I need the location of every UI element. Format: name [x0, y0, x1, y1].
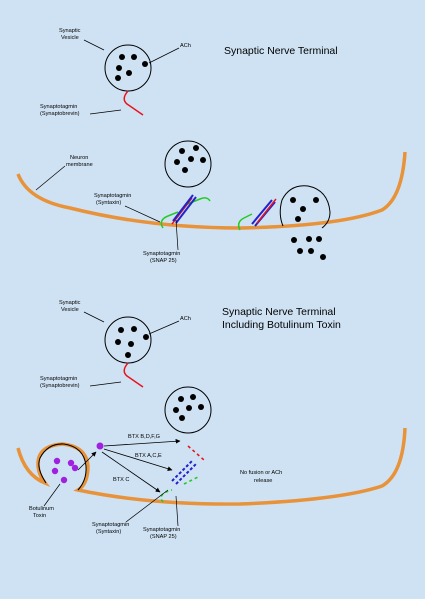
top-fusing-vesicle	[279, 185, 331, 260]
top-vesicle	[104, 44, 152, 116]
bottom-syntaxin-pointer	[125, 489, 169, 523]
cleaved-syntaxin-a	[171, 460, 193, 482]
bottom-blocked-vesicle	[164, 386, 212, 434]
btx-c-arrow	[101, 451, 161, 493]
top-docked-vesicle	[164, 140, 212, 188]
btx-ace-arrow	[103, 448, 173, 472]
top-membrane-label: Neuron membrane	[66, 155, 93, 168]
no-fusion-label: No fusion or ACh release	[240, 470, 284, 484]
cleaved-snap25	[160, 476, 199, 503]
top-snare-complex-right	[237, 198, 277, 231]
bottom-ach-label: ACh	[180, 316, 191, 322]
btx-bdfg-label: BTX B,D,F,G	[128, 434, 160, 440]
cleaved-snare-proteins	[160, 445, 205, 503]
botulinum-toxin-pointer	[43, 483, 61, 507]
bottom-vesicle-pointer	[83, 311, 105, 323]
top-ach-label: ACh	[180, 43, 191, 49]
botulinum-toxin-vesicle	[38, 442, 104, 491]
btx-bdfg-arrow	[103, 438, 181, 447]
botulinum-toxin-dots	[51, 442, 104, 484]
top-membrane-pointer	[35, 165, 66, 191]
top-snare-complex-left	[160, 194, 211, 229]
top-snap25-pointer	[175, 219, 179, 251]
top-vesicle-pointer	[83, 39, 105, 51]
top-vesicle-ach-dots	[115, 54, 148, 81]
top-synaptobrevin-tail	[123, 90, 144, 116]
bottom-neuron-membrane	[16, 427, 407, 506]
bottom-syntaxin-label: Synaptotagmin (Syntaxin)	[92, 522, 131, 535]
top-vesicle-label: Synaptic Vesicle	[59, 28, 82, 41]
top-syntaxin-pointer	[124, 205, 161, 223]
top-snap25-label: Synaptotagmin (SNAP 25)	[143, 251, 182, 264]
top-syntaxin-label: Synaptotagmin (Syntaxin)	[94, 193, 133, 206]
bottom-vesicle-label: Synaptic Vesicle	[59, 300, 82, 313]
bottom-title: Synaptic Nerve Terminal Including Botuli…	[222, 306, 341, 331]
bottom-snap25-label: Synaptotagmin (SNAP 25)	[143, 527, 182, 540]
top-docked-vesicle-ach-dots	[174, 145, 206, 173]
bottom-panel: Synaptic Nerve Terminal Including Botuli…	[16, 300, 407, 540]
bottom-ach-pointer	[148, 320, 180, 335]
bottom-synaptobrevin-label: Synaptotagmin (Synaptobrevin)	[40, 376, 80, 389]
bottom-snap25-pointer	[175, 495, 179, 527]
cleaved-syntaxin-b	[175, 463, 197, 485]
toxin-entry-arrow	[77, 451, 97, 471]
cleaved-synaptobrevin	[187, 445, 205, 461]
top-synaptobrevin-pointer	[89, 109, 122, 115]
bottom-blocked-vesicle-ach-dots	[173, 394, 204, 421]
btx-c-label: BTX C	[113, 477, 129, 483]
bottom-vesicle	[104, 316, 152, 388]
bottom-vesicle-ach-dots	[115, 326, 149, 358]
top-ach-pointer	[148, 47, 180, 64]
bottom-synaptobrevin-tail	[123, 362, 144, 388]
top-released-ach-dots	[290, 197, 326, 260]
btx-ace-label: BTX A,C,E	[135, 453, 162, 459]
top-panel: Synaptic Nerve Terminal Synaptic Vesicle…	[16, 28, 407, 264]
botulinum-toxin-label: Botulinum Toxin	[29, 506, 55, 519]
top-synaptobrevin-label: Synaptotagmin (Synaptobrevin)	[40, 104, 80, 117]
top-title: Synaptic Nerve Terminal	[224, 45, 338, 57]
bottom-synaptobrevin-pointer	[89, 381, 122, 387]
btx-arrows	[101, 438, 181, 493]
